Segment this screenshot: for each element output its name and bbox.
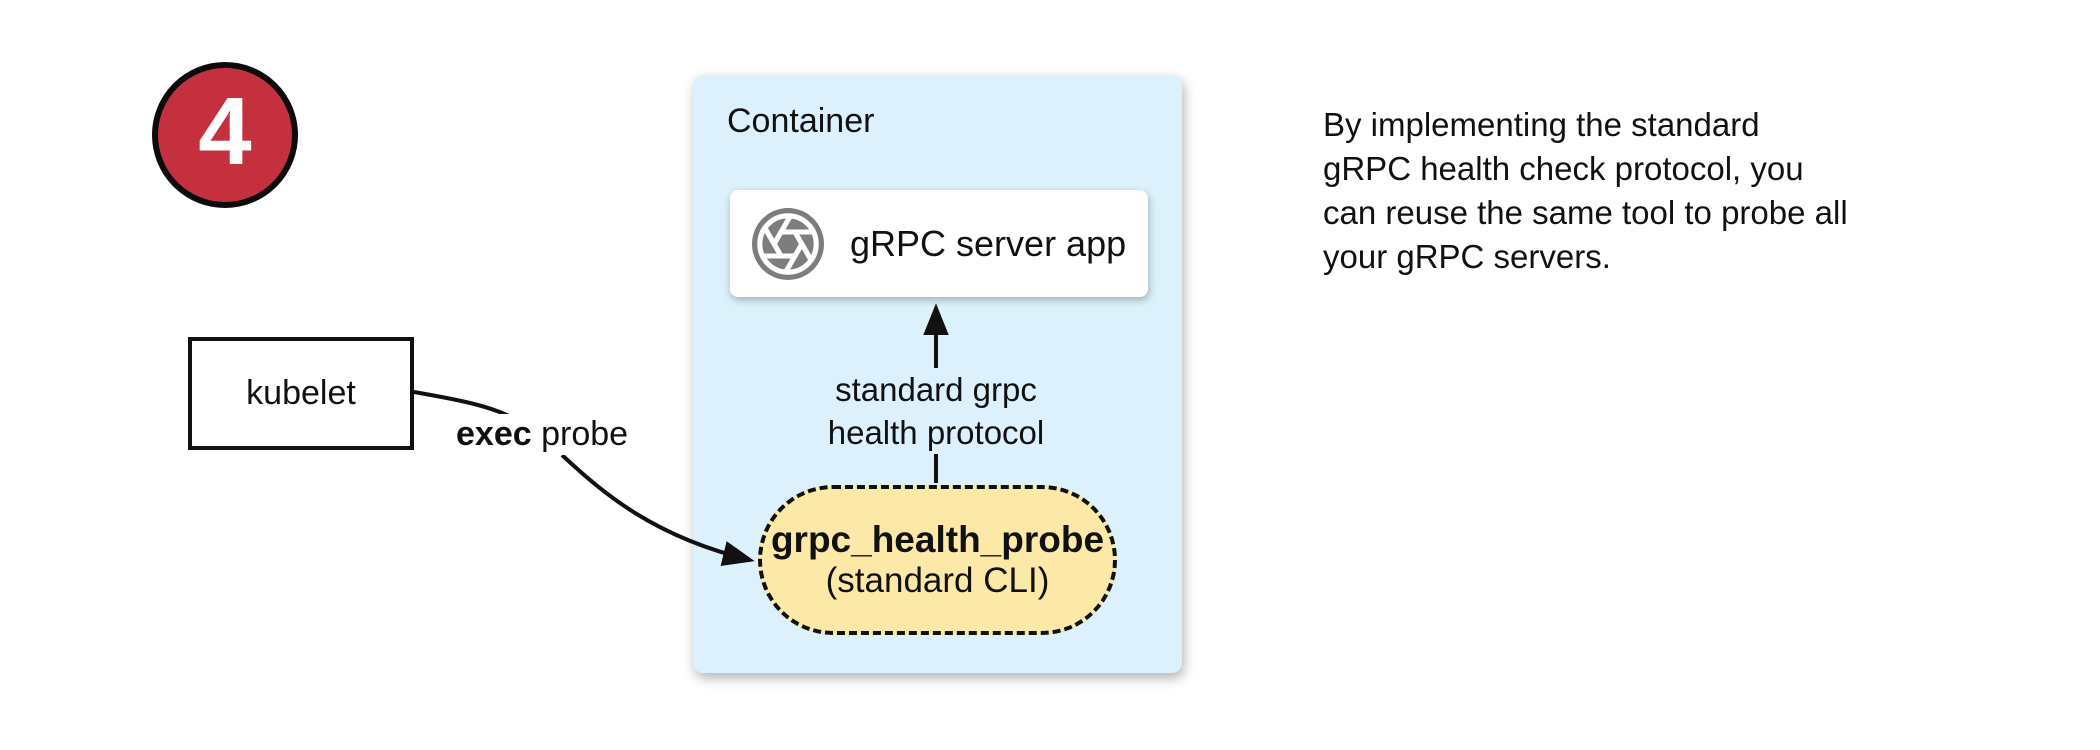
grpc-health-probe-sub: (standard CLI) <box>825 561 1050 601</box>
kubelet-label: kubelet <box>246 374 356 412</box>
exec-probe-label: exec probe <box>452 414 633 455</box>
kubelet-box: kubelet <box>188 337 414 450</box>
grpc-server-app-label: gRPC server app <box>850 222 1127 264</box>
aperture-icon <box>752 207 824 280</box>
exec-probe-arrow-end <box>560 453 755 567</box>
container-title: Container <box>727 102 875 140</box>
grpc-server-app-box: gRPC server app <box>730 190 1148 297</box>
exec-probe-label-bold: exec <box>456 415 532 453</box>
note-text: By implementing the standard gRPC health… <box>1323 106 1848 275</box>
step-badge: 4 <box>152 62 298 208</box>
exec-probe-label-rest: probe <box>531 415 629 453</box>
grpc-health-probe-name: grpc_health_probe <box>770 518 1105 560</box>
step-number: 4 <box>198 78 252 185</box>
health-protocol-label: standard grpc health protocol <box>776 368 1096 454</box>
grpc-health-probe-pill: grpc_health_probe (standard CLI) <box>758 485 1117 635</box>
